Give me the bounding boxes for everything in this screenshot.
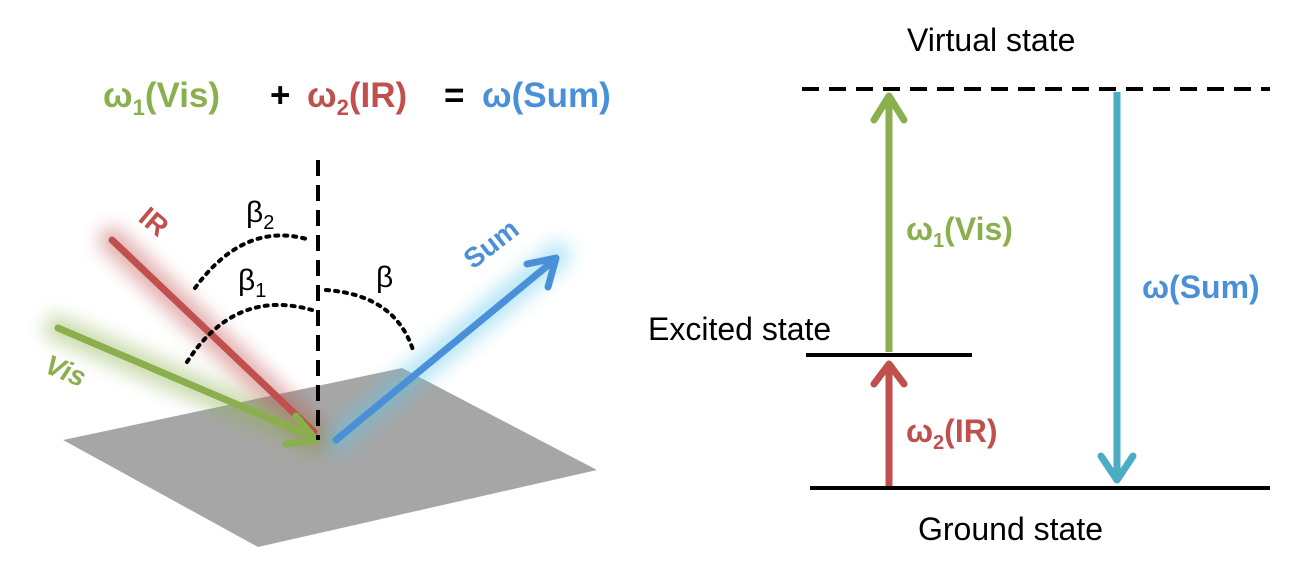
equation-sum: ω(Sum): [482, 76, 611, 115]
equation-equals: =: [444, 76, 464, 115]
angle-beta-label: β: [376, 261, 393, 294]
equation-omega2-subscript: 2: [337, 95, 349, 120]
equation-vis: (Vis): [145, 76, 220, 115]
equation-ir: (IR): [349, 76, 407, 115]
surface: [63, 368, 597, 547]
sum-transition-label: ω(Sum): [1142, 269, 1260, 305]
angle-beta1-label: β1: [238, 264, 266, 302]
vis-beam-label: Vis: [41, 349, 91, 393]
excited-state-label: Excited state: [648, 311, 831, 347]
equation: ω1(Vis) + ω2(IR) = ω(Sum): [103, 76, 611, 120]
ir-beam-label: IR: [133, 201, 174, 243]
equation-omega1-subscript: 1: [133, 95, 145, 120]
angle-arc-beta2: [193, 233, 312, 290]
vis-transition-label: ω1(Vis): [906, 211, 1013, 252]
ground-state-label: Ground state: [918, 511, 1103, 547]
angle-beta2-label: β2: [246, 196, 274, 234]
vis-transition-arrowhead: [870, 92, 908, 124]
ir-transition-arrowhead: [870, 360, 908, 388]
ir-beam: [108, 236, 318, 436]
sum-beam: [332, 258, 556, 444]
vis-beam: [54, 324, 310, 438]
angle-arc-beta: [324, 288, 415, 352]
sum-beam-arrowhead: [523, 254, 560, 291]
equation-plus: +: [270, 76, 290, 115]
sum-transition-arrowhead: [1097, 452, 1137, 484]
sum-beam-label: Sum: [458, 213, 525, 275]
angle-arc-beta1: [185, 302, 314, 364]
equation-omega1: ω: [103, 76, 133, 115]
equation-omega2: ω: [307, 76, 337, 115]
ir-transition-label: ω2(IR): [906, 413, 997, 454]
virtual-state-label: Virtual state: [907, 22, 1075, 58]
